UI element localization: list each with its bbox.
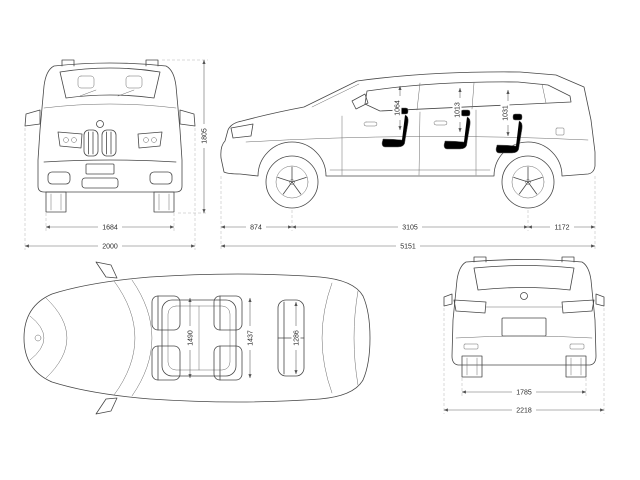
dim-side-rear-overhang: 1172: [554, 225, 569, 232]
rear-taillight-left: [453, 299, 487, 314]
dim-top-width-row1: 1490: [188, 330, 195, 346]
front-wiper-left: [79, 89, 97, 97]
dim-top-width-row3: 1286: [294, 330, 301, 346]
front-roundel-badge: [96, 120, 104, 128]
top-seats-row2: [213, 295, 243, 381]
front-wiper-right: [117, 89, 135, 97]
front-wheel-left: [45, 191, 67, 213]
top-roundel-badge: [34, 334, 42, 342]
front-headlight-left-ring-2: [71, 137, 77, 143]
dim-rear-track: 1785: [516, 390, 532, 397]
rear-roof-rail-left: [473, 256, 487, 263]
dim-side-headroom-row1: 1064: [395, 100, 402, 116]
rear-taillight-right: [561, 299, 595, 314]
front-headlight-left: [57, 131, 83, 149]
front-wheel-right: [153, 191, 175, 213]
side-body-outline: [220, 71, 596, 177]
rear-roundel-badge: [520, 292, 528, 300]
top-mirror-left: [95, 261, 118, 279]
side-mirror: [351, 93, 369, 110]
front-body-outline: [37, 62, 183, 193]
dim-side-headroom-row2: 1013: [455, 102, 462, 118]
rear-view: [443, 256, 605, 378]
front-roof-rail-left: [61, 59, 75, 67]
front-windshield: [59, 67, 161, 99]
rear-mirror-right: [595, 293, 605, 307]
front-headrest-left: [77, 75, 95, 89]
dim-side-length: 5151: [400, 244, 416, 251]
side-character-line: [245, 136, 589, 143]
side-d-pillar: [541, 83, 547, 104]
front-intake-center: [81, 177, 119, 189]
front-intake-right: [149, 171, 173, 185]
front-dimensions: 1684 2000 1805: [24, 59, 209, 251]
side-dimensions: 874 3105 1172 5151: [220, 176, 596, 251]
top-windshield-base: [113, 280, 136, 396]
rear-wheel-left: [461, 355, 483, 378]
top-tailgate-edge: [353, 290, 359, 386]
dim-front-overall-width: 2000: [102, 244, 118, 251]
front-grille-bars: [88, 131, 112, 155]
top-dimensions: 1490 1437 1286: [185, 297, 301, 379]
top-roof-front-edge: [131, 279, 153, 397]
front-headlight-right-ring-1: [143, 137, 149, 143]
side-b-pillar: [416, 82, 421, 111]
rear-window: [473, 265, 575, 291]
top-seats-row1: [151, 295, 181, 381]
rear-bumper-line: [455, 335, 593, 339]
rear-wheel-right: [565, 355, 587, 378]
side-windshield-line: [311, 83, 360, 108]
front-headlight-right: [137, 131, 163, 149]
top-body-outline: [23, 273, 371, 403]
side-rear-wheel: [501, 155, 555, 209]
rear-license-plate: [501, 317, 547, 337]
top-mirror-right: [95, 397, 118, 415]
wheel-spokes: [513, 166, 543, 195]
side-door-handle-rear: [433, 120, 448, 126]
side-headlight: [230, 123, 254, 139]
front-intake-left: [47, 171, 71, 185]
side-front-wheel: [265, 155, 319, 209]
front-headrest-right: [125, 75, 143, 89]
rear-reflector-right: [569, 343, 585, 350]
front-headlight-left-ring-1: [63, 137, 69, 143]
top-rear-window: [321, 282, 333, 394]
dim-front-height: 1805: [202, 128, 209, 144]
front-bumper-line: [43, 159, 177, 163]
rear-reflector-left: [463, 343, 479, 350]
dim-rear-overall-width: 2218: [516, 408, 532, 415]
front-headlight-right-ring-2: [151, 137, 157, 143]
side-interior-dimensions: 1064 1013 1031: [392, 85, 510, 137]
side-c-pillar: [471, 82, 475, 110]
dim-side-front-overhang: 874: [250, 225, 262, 232]
front-roof-rail-right: [145, 59, 159, 67]
dim-side-wheelbase: 3105: [402, 225, 418, 232]
rear-mirror-left: [443, 293, 453, 307]
dim-side-headroom-row3: 1031: [503, 105, 510, 121]
front-mirror-left: [24, 109, 41, 127]
dim-top-width-row2: 1437: [248, 330, 255, 346]
front-mirror-right: [179, 109, 196, 127]
rear-dimensions: 1785 2218: [443, 308, 605, 415]
wheel-spokes: [277, 166, 307, 195]
side-fuel-cap: [555, 127, 565, 136]
side-rear-door-cut: [418, 111, 421, 176]
top-nose-line: [29, 315, 45, 361]
top-hood-cut: [45, 297, 68, 379]
front-license-plate: [85, 163, 115, 175]
rear-body-outline: [451, 259, 597, 366]
front-view: [24, 59, 196, 213]
rear-roof-rail-right: [561, 256, 575, 263]
side-glasshouse: [364, 81, 572, 112]
side-door-handle-front: [363, 121, 378, 127]
front-grille-left: [83, 129, 99, 157]
front-grille-right: [101, 129, 117, 157]
top-sunroof-outer: [161, 299, 237, 377]
side-view: [220, 71, 596, 209]
front-hood-line: [43, 103, 177, 109]
dim-front-track: 1684: [102, 225, 118, 232]
top-view: [23, 261, 371, 415]
